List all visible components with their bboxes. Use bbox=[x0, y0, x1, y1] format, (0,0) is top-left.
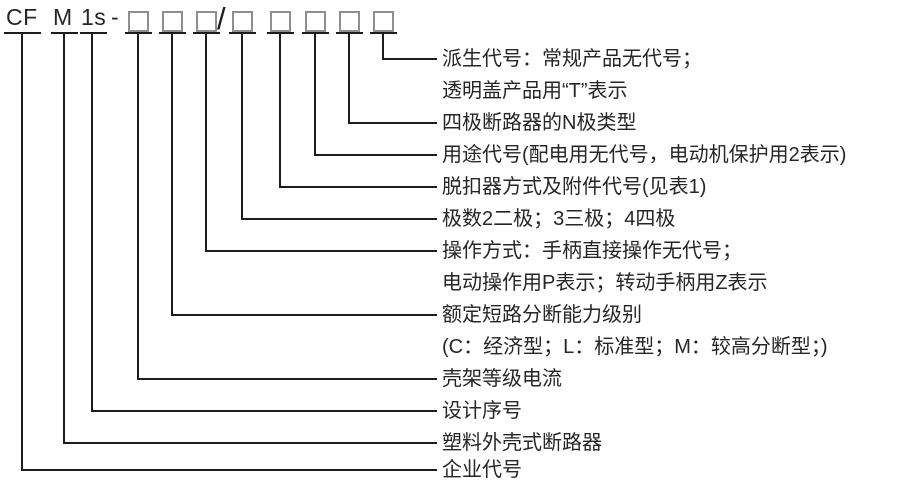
code-box-5 bbox=[270, 11, 291, 32]
code-part-company: CF bbox=[6, 4, 38, 30]
leader-line bbox=[279, 34, 281, 188]
leader-line bbox=[241, 34, 243, 220]
leader-line bbox=[205, 250, 437, 252]
leader-line bbox=[314, 34, 316, 156]
code-box-3 bbox=[196, 11, 217, 32]
label-breaking-capacity-2: (C：经济型；L：标准型；M：较高分断型；) bbox=[442, 336, 828, 358]
leader-line bbox=[279, 186, 437, 188]
leader-line bbox=[21, 34, 23, 471]
leader-line bbox=[137, 34, 139, 380]
code-dash: - bbox=[111, 4, 120, 30]
label-operation-mode: 操作方式：手柄直接操作无代号； bbox=[442, 240, 742, 262]
label-company-code: 企业代号 bbox=[442, 459, 522, 481]
code-underline bbox=[229, 32, 256, 34]
leader-line bbox=[63, 34, 65, 444]
code-box-8 bbox=[373, 11, 394, 32]
leader-line bbox=[348, 122, 437, 124]
leader-line bbox=[137, 378, 437, 380]
code-part-design: 1s bbox=[81, 4, 107, 30]
code-box-1 bbox=[128, 11, 149, 32]
leader-line bbox=[382, 34, 384, 60]
label-n-pole-type: 四极断路器的N极类型 bbox=[442, 112, 637, 134]
label-usage-code: 用途代号(配电用无代号，电动机保护用2表示) bbox=[442, 144, 847, 166]
code-underline bbox=[302, 32, 329, 34]
leader-line bbox=[382, 58, 437, 60]
code-part-series: M bbox=[53, 4, 73, 30]
leader-line bbox=[171, 34, 173, 316]
leader-line bbox=[205, 34, 207, 252]
code-box-7 bbox=[339, 11, 360, 32]
label-frame-current: 壳架等级电流 bbox=[442, 368, 562, 390]
code-underline bbox=[267, 32, 294, 34]
leader-line bbox=[21, 469, 437, 471]
leader-line bbox=[91, 34, 93, 412]
leader-line bbox=[63, 442, 437, 444]
label-pole-count: 极数2二极；3三极；4四极 bbox=[442, 208, 676, 230]
code-box-6 bbox=[305, 11, 326, 32]
code-underline bbox=[159, 32, 186, 34]
code-box-4 bbox=[232, 11, 253, 32]
leader-line bbox=[348, 34, 350, 124]
code-underline bbox=[80, 32, 107, 34]
label-derived-code: 派生代号：常规产品无代号； bbox=[442, 48, 702, 70]
label-derived-code-2: 透明盖产品用“T”表示 bbox=[442, 80, 628, 102]
leader-line bbox=[241, 218, 437, 220]
code-underline bbox=[51, 32, 78, 34]
label-release-accessory: 脱扣器方式及附件代号(见表1) bbox=[442, 176, 707, 198]
code-underline bbox=[4, 32, 41, 34]
label-design-number: 设计序号 bbox=[442, 400, 522, 422]
code-slash: / bbox=[217, 1, 226, 36]
code-underline bbox=[336, 32, 363, 34]
label-mccb: 塑料外壳式断路器 bbox=[442, 432, 602, 454]
label-breaking-capacity: 额定短路分断能力级别 bbox=[442, 304, 642, 326]
label-operation-mode-2: 电动操作用P表示；转动手柄用Z表示 bbox=[442, 272, 768, 294]
code-underline bbox=[125, 32, 152, 34]
leader-line bbox=[171, 314, 437, 316]
code-box-2 bbox=[162, 11, 183, 32]
leader-line bbox=[91, 410, 437, 412]
code-underline bbox=[370, 32, 397, 34]
leader-line bbox=[314, 154, 437, 156]
code-underline bbox=[193, 32, 220, 34]
